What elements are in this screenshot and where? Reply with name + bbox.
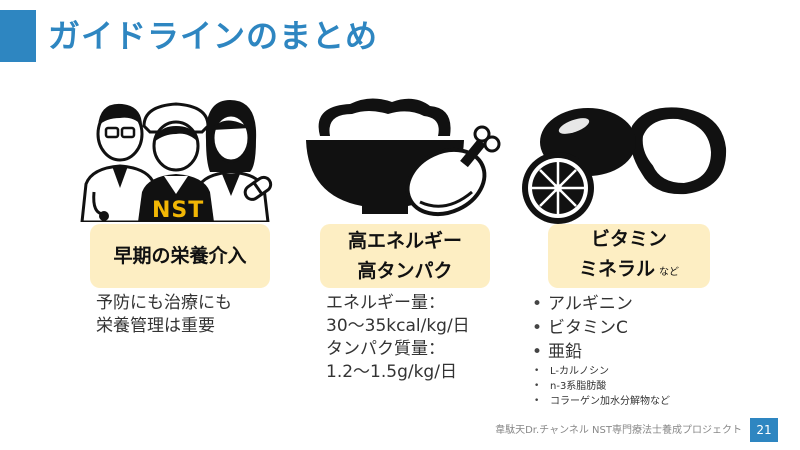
col2-text: エネルギー量： 30〜35kcal/kg/日 タンパク質量： 1.2〜1.5g/… xyxy=(326,292,470,384)
early-nutrition-label: 早期の栄養介入 xyxy=(113,245,247,267)
page-number: 21 xyxy=(750,418,778,442)
medical-team-icon xyxy=(80,100,273,222)
col1-text: 予防にも治療にも 栄養管理は重要 xyxy=(96,292,232,338)
list-item: ビタミンC xyxy=(530,316,670,340)
slide-title: ガイドラインのまとめ xyxy=(48,17,379,55)
box-line-high-protein: 高タンパク xyxy=(357,260,453,282)
nutrient-bullet-list: アルギニン ビタミンC 亜鉛 L-カルノシン n-3系脂肪酸 コラーゲン加水分解… xyxy=(530,292,670,409)
col1-line: 栄養管理は重要 xyxy=(96,316,215,336)
box-line-vitamin: ビタミン xyxy=(590,228,667,250)
nst-badge: NST xyxy=(152,198,205,223)
box-line-mineral: ミネラル xyxy=(578,258,655,280)
list-item: アルギニン xyxy=(530,292,670,316)
col2-line: 1.2〜1.5g/kg/日 xyxy=(326,362,457,382)
early-nutrition-box: 早期の栄養介入 xyxy=(90,224,270,288)
list-item: 亜鉛 xyxy=(530,340,670,364)
box-line-high-energy: 高エネルギー xyxy=(347,230,462,252)
col2-line: 30〜35kcal/kg/日 xyxy=(326,316,470,336)
title-accent-bar xyxy=(0,10,36,62)
col2-line: タンパク質量： xyxy=(326,339,445,359)
rice-bowl-chicken-icon xyxy=(306,98,501,217)
lemon-oyster-icon xyxy=(522,107,727,224)
high-energy-protein-box: 高エネルギー 高タンパク xyxy=(320,224,490,288)
col2-line: エネルギー量： xyxy=(326,293,445,313)
footer-project-name: 韋駄天Dr.チャンネル NST専門療法士養成プロジェクト xyxy=(495,425,742,436)
box-suffix-etc: など xyxy=(659,267,679,278)
vitamin-mineral-box: ビタミン ミネラルなど xyxy=(548,224,710,288)
list-item: n-3系脂肪酸 xyxy=(530,379,670,394)
col1-line: 予防にも治療にも xyxy=(96,293,232,313)
list-item: L-カルノシン xyxy=(530,364,670,379)
list-item: コラーゲン加水分解物など xyxy=(530,394,670,409)
